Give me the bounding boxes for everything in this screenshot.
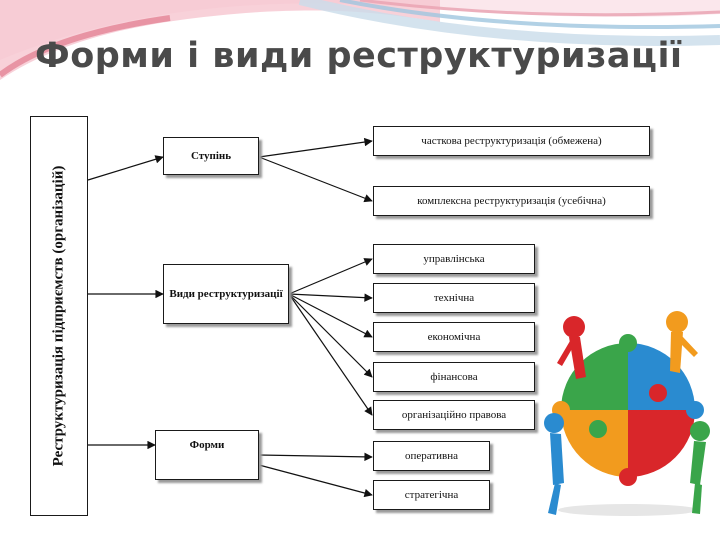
item-box-economic: економічна [373,322,535,352]
item-box-technical: технічна [373,283,535,313]
item-box-management: управлінська [373,244,535,274]
root-box [30,116,88,516]
group-box-vydy: Види реструктуризації [163,264,289,324]
root-label: Реструктуризація підприємств (організаці… [50,165,67,467]
item-box-legal: організаційно правова [373,400,535,430]
header-decoration [0,0,720,80]
slide-title: Форми і види реструктуризації [35,36,683,76]
item-box-strategic: стратегічна [373,480,490,510]
item-box-operative: оперативна [373,441,490,471]
puzzle-team-illustration [544,311,710,516]
group-box-stupin: Ступінь [163,137,259,175]
group-box-formy: Форми [155,430,259,480]
item-box-partial: часткова реструктуризація (обмежена) [373,126,650,156]
item-box-complex: комплексна реструктуризація (усебічна) [373,186,650,216]
item-box-financial: фінансова [373,362,535,392]
